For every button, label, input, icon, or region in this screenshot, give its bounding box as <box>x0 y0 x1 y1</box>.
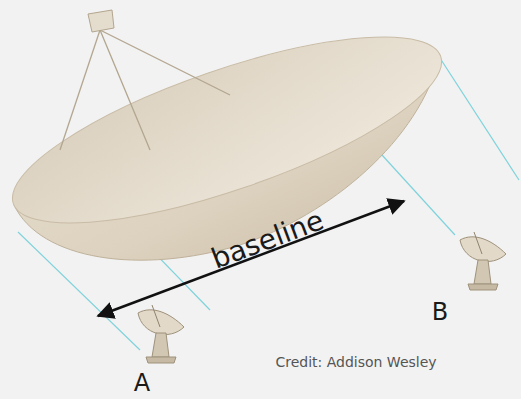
large-dish <box>0 0 460 260</box>
dish-label: B <box>432 300 448 324</box>
credit-note: Credit: Addison Wesley <box>275 355 436 369</box>
small-dish-b <box>460 232 506 290</box>
baseline-arrow <box>98 201 404 316</box>
dish-label: A <box>134 371 150 395</box>
small-dish-a <box>138 305 184 363</box>
